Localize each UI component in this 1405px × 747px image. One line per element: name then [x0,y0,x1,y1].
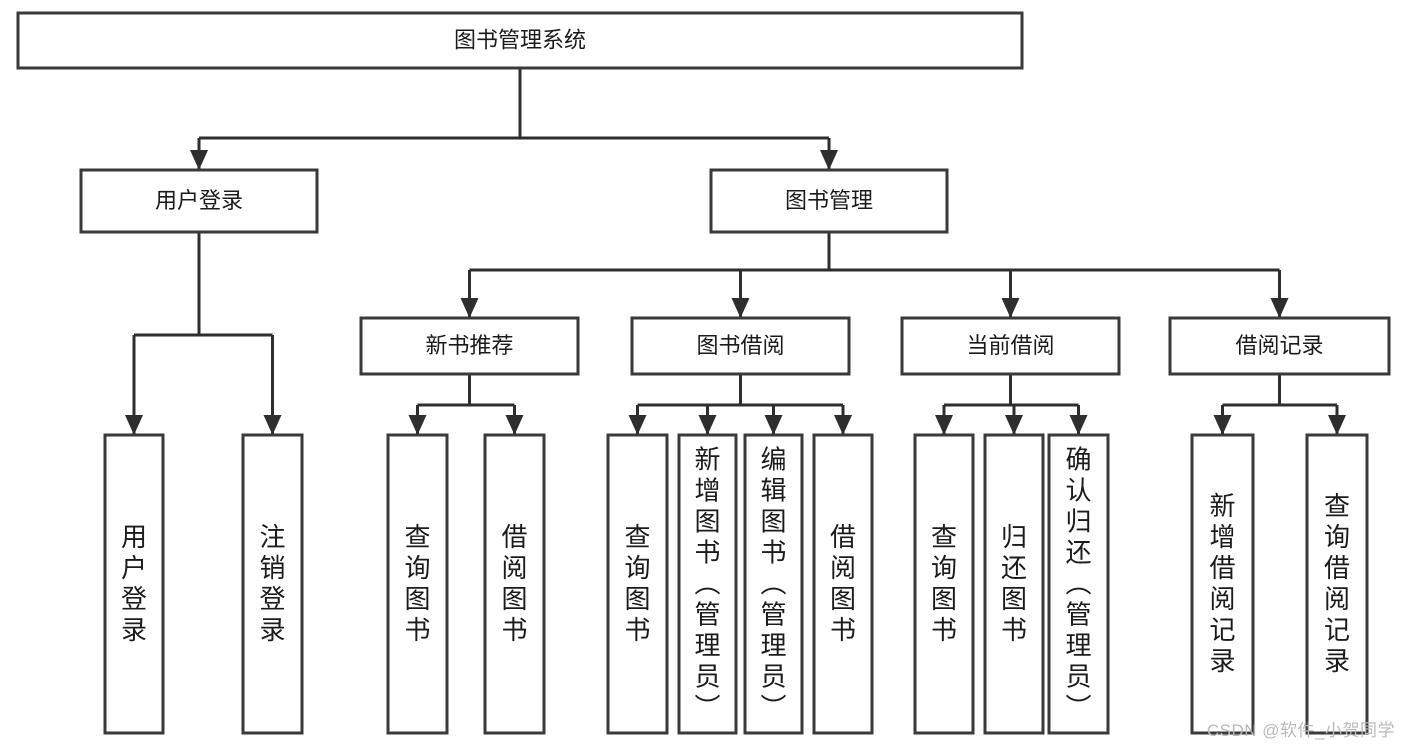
arrow-head [263,415,282,435]
node-label: 查询图书 [624,522,650,645]
node-box[interactable] [1305,433,1369,735]
node-box[interactable] [812,433,874,735]
arrow-head [505,415,524,435]
node-借阅记录[interactable]: 借阅记录 [1168,316,1391,376]
node-label: 当前借阅 [966,333,1054,358]
node-box[interactable] [79,168,319,234]
arrow-head [1213,415,1232,435]
arrow-head [764,415,783,435]
node-归还图书[interactable]: 归还图书 [983,433,1045,735]
node-box[interactable] [913,433,975,735]
arrow-head [935,415,953,435]
node-box[interactable] [677,433,738,735]
node-label: 用户登录 [155,188,243,213]
node-当前借阅[interactable]: 当前借阅 [900,316,1121,376]
arrow-head [1270,298,1289,318]
node-box[interactable] [103,433,165,735]
arrow-head [834,415,852,435]
arrow-head [1069,415,1088,435]
node-图书管理系统[interactable]: 图书管理系统 [16,11,1024,70]
node-label: 查询图书 [404,522,430,645]
node-box[interactable] [386,433,449,735]
node-box[interactable] [606,433,669,735]
node-label: 新增图书︵管理员︶ [694,445,720,723]
arrow-head [460,298,479,318]
watermark-text: CSDN @软件_小贺同学 [1206,721,1395,740]
node-借阅图书[interactable]: 借阅图书 [483,433,546,735]
node-编辑图书管理员[interactable]: 编辑图书︵管理员︶ [743,433,804,735]
node-查询图书[interactable]: 查询图书 [606,433,669,735]
arrow-head [698,415,717,435]
node-label: 确认归还︵管理员︶ [1065,445,1091,723]
node-box[interactable] [359,316,580,376]
node-确认归还管理员[interactable]: 确认归还︵管理员︶ [1047,433,1110,735]
arrow-head [731,298,750,318]
node-layer: 图书管理系统用户登录图书管理新书推荐图书借阅当前借阅借阅记录用户登录注销登录查询… [16,11,1391,735]
node-label: 注销登录 [259,522,285,645]
node-label: 图书管理 [785,188,873,213]
arrow-head [1005,415,1023,435]
node-box[interactable] [483,433,546,735]
connector-layer [125,68,1346,435]
node-新增借阅记录[interactable]: 新增借阅记录 [1190,433,1255,735]
arrow-head [1001,298,1020,318]
node-label: 归还图书 [1001,522,1027,645]
node-box[interactable] [709,168,949,234]
node-label: 编辑图书︵管理员︶ [760,445,786,723]
node-box[interactable] [241,433,304,735]
node-box[interactable] [900,316,1121,376]
node-label: 借阅图书 [501,522,527,645]
node-用户登录[interactable]: 用户登录 [79,168,319,234]
node-查询图书[interactable]: 查询图书 [913,433,975,735]
node-box[interactable] [743,433,804,735]
node-注销登录[interactable]: 注销登录 [241,433,304,735]
node-label: 查询借阅记录 [1324,491,1350,676]
node-box[interactable] [983,433,1045,735]
arrow-head [125,415,143,435]
arrow-head [408,415,427,435]
node-label: 用户登录 [121,522,147,645]
arrow-head [190,150,208,170]
node-box[interactable] [1047,433,1110,735]
node-label: 借阅记录 [1235,333,1323,358]
node-label: 图书借阅 [696,333,784,358]
node-图书借阅[interactable]: 图书借阅 [630,316,851,376]
node-用户登录[interactable]: 用户登录 [103,433,165,735]
node-box[interactable] [1190,433,1255,735]
node-查询借阅记录[interactable]: 查询借阅记录 [1305,433,1369,735]
node-label: 图书管理系统 [454,27,586,52]
node-借阅图书[interactable]: 借阅图书 [812,433,874,735]
node-新书推荐[interactable]: 新书推荐 [359,316,580,376]
node-label: 借阅图书 [830,522,856,645]
arrow-head [628,415,647,435]
arrow-head [820,150,838,170]
node-label: 新增借阅记录 [1209,491,1235,676]
node-box[interactable] [1168,316,1391,376]
arrow-head [1328,415,1346,435]
node-新增图书管理员[interactable]: 新增图书︵管理员︶ [677,433,738,735]
node-label: 新书推荐 [425,333,513,358]
node-box[interactable] [630,316,851,376]
node-box[interactable] [16,11,1024,70]
node-label: 查询图书 [931,522,957,645]
node-查询图书[interactable]: 查询图书 [386,433,449,735]
node-图书管理[interactable]: 图书管理 [709,168,949,234]
